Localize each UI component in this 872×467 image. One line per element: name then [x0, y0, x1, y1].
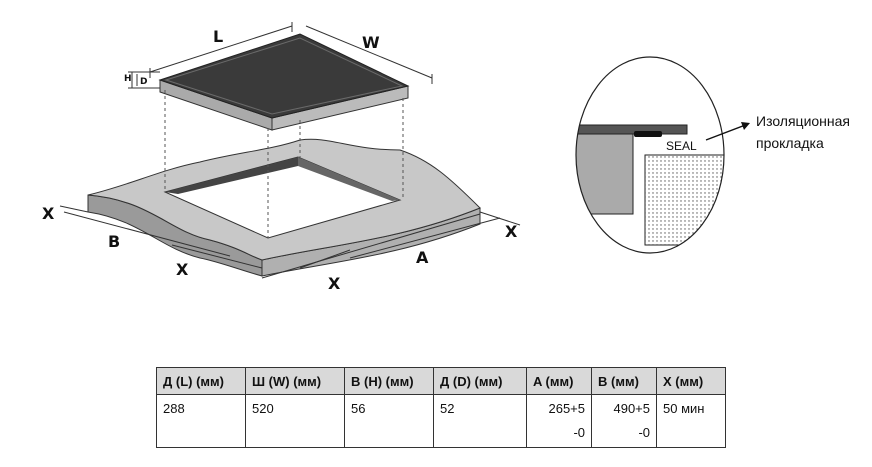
- label-A: A: [416, 248, 429, 267]
- cell-B-tolerance: -0: [638, 425, 650, 440]
- seal-label: SEAL: [666, 139, 697, 153]
- cell-H: 56: [344, 394, 434, 448]
- seal-strip: [634, 131, 662, 137]
- header-cell-L: Д (L) (мм): [156, 367, 246, 395]
- header-cell-W: Ш (W) (мм): [245, 367, 345, 395]
- cell-W: 520: [245, 394, 345, 448]
- label-X-right: X: [505, 222, 518, 241]
- dimension-lines: [59, 22, 521, 279]
- cell-A: 265+5 -0: [526, 394, 592, 448]
- cell-B: 490+5 -0: [591, 394, 657, 448]
- annotation-line-2: прокладка: [756, 135, 824, 151]
- label-B: B: [108, 232, 120, 251]
- label-H: H: [124, 74, 132, 84]
- label-W: W: [362, 33, 380, 52]
- header-cell-D: Д (D) (мм): [433, 367, 527, 395]
- label-D: D: [140, 77, 147, 87]
- cell-L: 288: [156, 394, 246, 448]
- label-L: L: [213, 27, 223, 46]
- cell-A-tolerance: -0: [573, 425, 585, 440]
- header-cell-H: В (H) (мм): [344, 367, 434, 395]
- label-X-bottom: X: [328, 274, 341, 293]
- cell-B-value: 490+5: [613, 401, 650, 416]
- cell-A-value: 265+5: [548, 401, 585, 416]
- header-cell-X: X (мм): [656, 367, 726, 395]
- label-X-left: X: [42, 204, 55, 223]
- annotation-line-1: Изоляционная: [756, 113, 851, 129]
- table-header-row: Д (L) (мм) Ш (W) (мм) В (H) (мм) Д (D) (…: [156, 367, 726, 395]
- countertop: [87, 138, 481, 277]
- dimensions-table: Д (L) (мм) Ш (W) (мм) В (H) (мм) Д (D) (…: [156, 367, 726, 448]
- header-cell-B: B (мм): [591, 367, 657, 395]
- cell-X: 50 мин: [656, 394, 726, 448]
- table-row: 288 520 56 52 265+5 -0 490+5 -0 50 мин: [156, 394, 726, 448]
- seal-detail: SEAL: [575, 56, 750, 254]
- cell-D: 52: [433, 394, 527, 448]
- label-X-bottom-left: X: [176, 260, 189, 279]
- header-cell-A: A (мм): [526, 367, 592, 395]
- projection-lines: [164, 90, 404, 238]
- seal-annotation: Изоляционная прокладка: [756, 110, 850, 154]
